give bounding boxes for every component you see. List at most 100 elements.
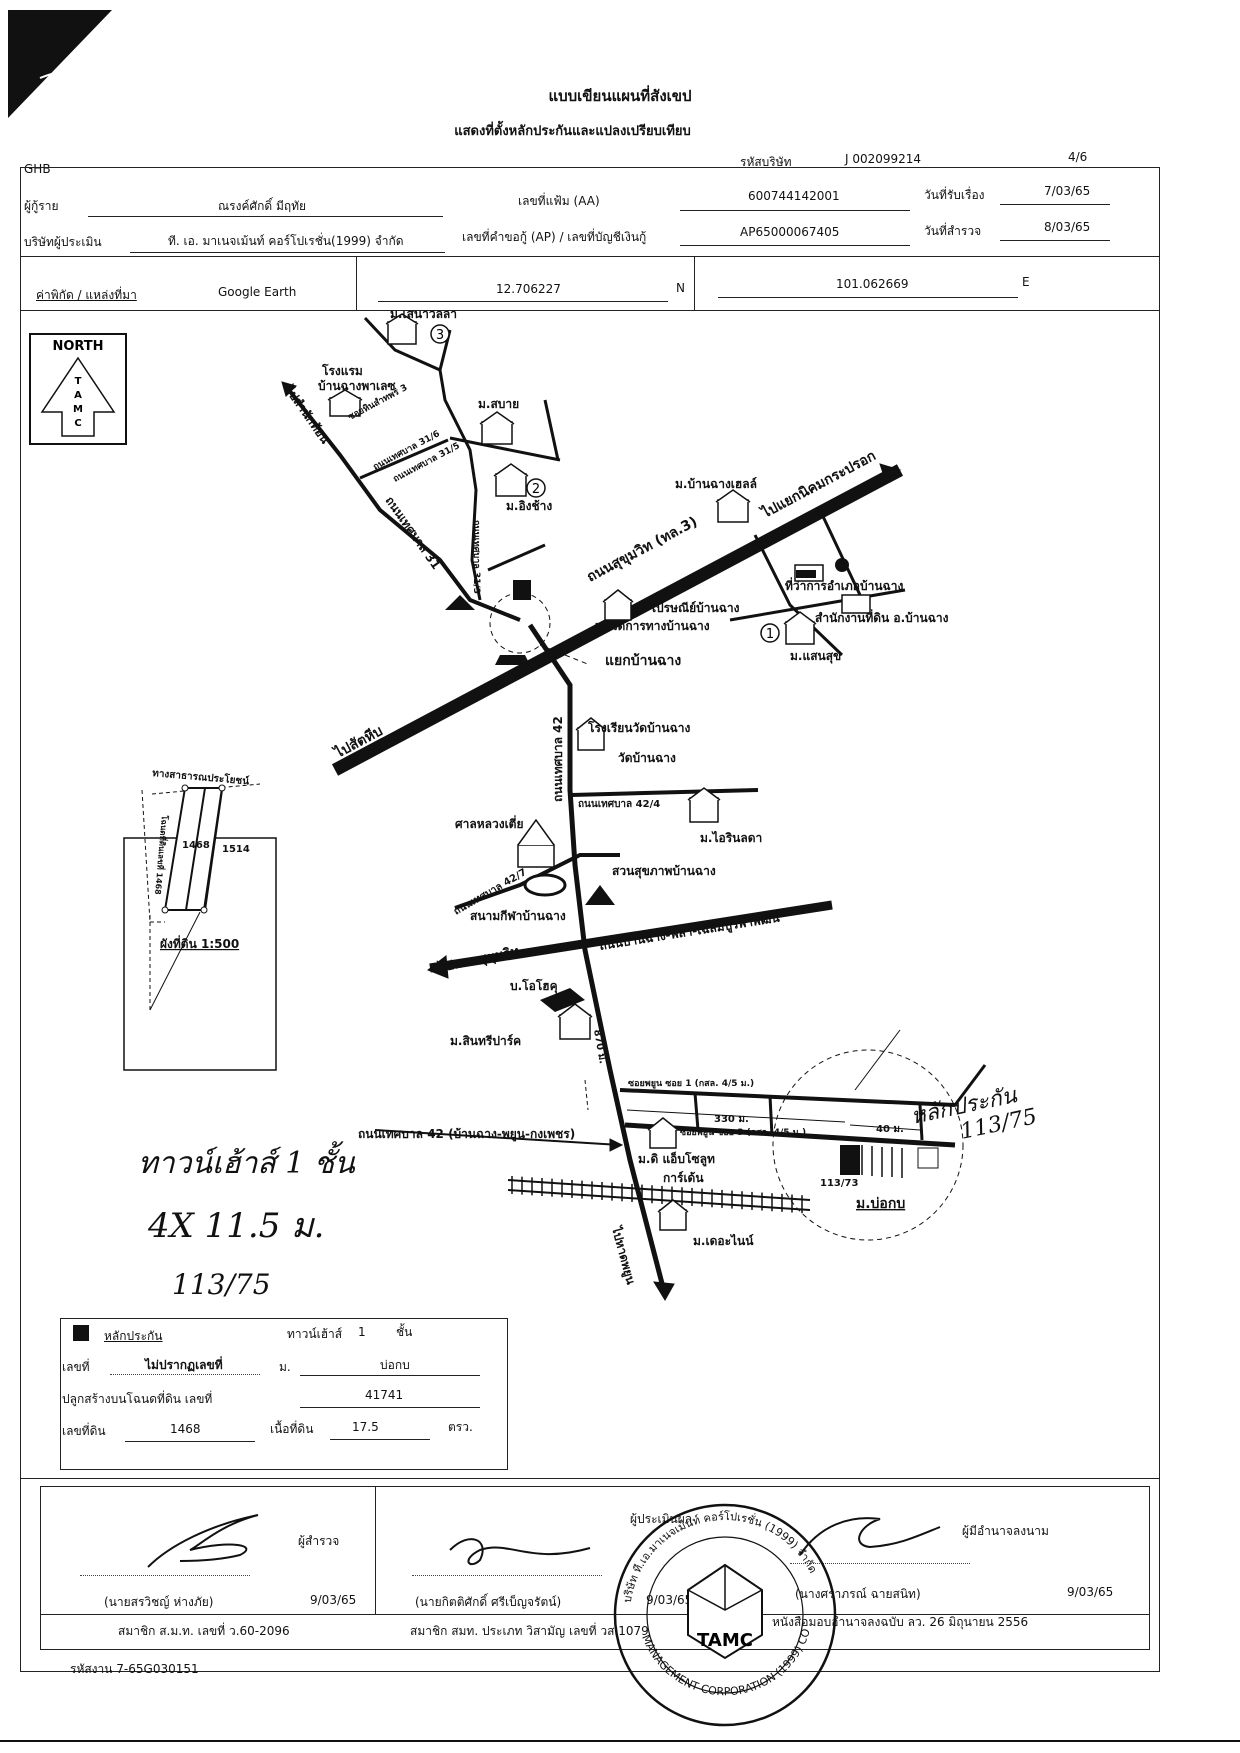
railway	[507, 1179, 811, 1201]
landmark-icons	[445, 558, 849, 1012]
map-label-district-office: ที่ว่าการอำเภอบ้านฉาง	[785, 577, 903, 593]
road-soi-phayun-1	[619, 1088, 956, 1107]
survey-date: 8/03/65	[1044, 220, 1091, 234]
legend-deed: 41741	[365, 1388, 404, 1402]
map-label-bo-kop: ม.บ่อกบ	[856, 1196, 905, 1212]
surveyor-signature-line	[80, 1575, 250, 1576]
info-divider	[20, 256, 1160, 257]
map-label-city-gold2: การ์เด้น	[663, 1171, 704, 1185]
coord-label: ค่าพิกัด / แหล่งที่มา	[36, 288, 137, 302]
road-sena	[363, 316, 452, 373]
appraiser-signature-line	[412, 1575, 602, 1576]
surveyor-role: ผู้สำรวจ	[298, 1534, 340, 1548]
building-icon	[602, 589, 634, 621]
north-letter: A	[74, 390, 82, 401]
request-no: AP65000067405	[740, 225, 840, 239]
signature-frame	[40, 1486, 1150, 1650]
authorized-date: 9/03/65	[1067, 1585, 1114, 1599]
person-icon	[445, 595, 475, 610]
map-label-post-office: ไปรษณีย์บ้านฉาง	[648, 600, 740, 615]
request-no-underline	[680, 245, 910, 246]
road-sabai	[449, 436, 561, 462]
surveyor-name: (นายสรวิชญ์ ห่างภัย)	[104, 1595, 214, 1609]
map-label-dist-330: 330 ม.	[714, 1114, 749, 1125]
legend-floors-unit: ชั้น	[396, 1325, 413, 1339]
legend-area-label: เนื้อที่ดิน	[270, 1422, 314, 1436]
legend-land-no-label: เลขที่ดิน	[62, 1424, 106, 1438]
signature-top-divider	[20, 1478, 1160, 1479]
company-seal: บริษัท ที.เอ.มาเนจเม้นท์ คอร์โปเรชั่น (1…	[600, 1490, 837, 1727]
map-label-tb31-3: ถนนเทศบาล 31/3	[471, 520, 481, 594]
map-label-tb31: ถนนเทศบาล 31	[383, 494, 444, 572]
map-label-land-office: สำนักงานที่ดิน อ.บ้านฉาง	[815, 609, 949, 625]
map-label-road-plaa: ถนนบ้านฉาง-พลา-เฉลิมบูรพาพัฒน์	[598, 911, 781, 954]
appraiser-company: ที. เอ. มาเนจเม้นท์ คอร์โปเรชั่น(1999) จ…	[168, 234, 404, 248]
file-no-value: 600744142001	[748, 189, 840, 203]
map-label-sena-villa: ม.เสนาวิลล่า	[390, 310, 457, 321]
handwritten-note-size: 4X 11.5 ม.	[148, 1206, 325, 1246]
seal-logo: TAMC	[697, 1630, 753, 1651]
surveyor-signature	[147, 1514, 259, 1568]
survey-underline	[1000, 240, 1110, 241]
borrower-name: ณรงค์ศักดิ์ มีฤทัย	[218, 199, 307, 213]
road-phla	[429, 900, 833, 973]
page-number: 4/6	[1068, 150, 1088, 164]
handwritten-note-plot: 113/75	[172, 1268, 271, 1301]
road-tb31	[283, 383, 521, 622]
north-label: NORTH	[52, 339, 103, 354]
map-label-sinthri-park: ม.สินทรีปาร์ค	[450, 1034, 521, 1048]
village-underline	[300, 1375, 480, 1376]
honda-icon	[495, 655, 530, 665]
legend-village: บ่อกบ	[380, 1358, 410, 1372]
site-circle	[772, 1049, 964, 1241]
legend-type: ทาวน์เฮ้าส์	[287, 1327, 343, 1341]
authorized-name: (นางศราภรณ์ ฉายสนิท)	[795, 1587, 921, 1601]
map-label-hotel: โรงแรม	[321, 363, 363, 378]
coord-source: Google Earth	[218, 285, 297, 299]
building-icon	[493, 463, 529, 497]
map-label-police: หมวดการทางบ้านฉาง	[595, 619, 710, 633]
file-no-underline	[680, 210, 910, 211]
building-icon	[327, 389, 363, 417]
appraiser-company-label: บริษัทผู้ประเมิน	[24, 235, 102, 249]
bank-code: GHB	[24, 162, 51, 176]
building-icon	[657, 1199, 689, 1231]
legend-deed-label: ปลูกสร้างบนโฉนดที่ดิน เลขที่	[62, 1392, 213, 1406]
map-label-wat: วัดบ้านฉาง	[618, 751, 676, 765]
plan-label-plot-a: 1468	[182, 840, 210, 851]
scan-corner-mark	[8, 10, 112, 118]
borrower-label: ผู้กู้ราย	[24, 199, 59, 213]
surveyor-member: สมาชิก ส.ม.ท. เลขที่ ว.60-2096	[118, 1624, 290, 1638]
map-label-soi-phayun1: ซอยพยูน ซอย 1 (กสล. 4/5 ม.)	[628, 1079, 754, 1089]
map-labels: ม.เสนาวิลล่า โรงแรม บ้านฉางพาเลซ ม.สบาย …	[318, 310, 949, 1248]
legend-collateral-label: หลักประกัน	[104, 1329, 163, 1343]
map-label-to-phayun: ไปหาดพยูน	[608, 1223, 640, 1287]
collateral-plots	[840, 1145, 939, 1178]
longitude: 101.062669	[836, 277, 909, 291]
building-icons	[327, 313, 871, 1231]
handwritten-note-type: ทาวน์เฮ้าส์ 1 ชั้น	[138, 1146, 355, 1181]
job-code: รหัสงาน 7-65G030151	[70, 1662, 199, 1676]
map-label-junction: แยกบ้านฉาง	[605, 653, 681, 669]
document-subtitle: แสดงที่ตั้งหลักประกันและแปลงเปรียบเทียบ	[454, 124, 691, 139]
map-label-sukhumvit: ถนนสุขุมวิท (ทล.3)	[584, 514, 700, 586]
map-label-tb42-long: ถนนเทศบาล 42 (บ้านฉาง-พยูน-กงเพชร)	[358, 1127, 575, 1142]
building-icon	[687, 787, 721, 823]
map-label-stadium: สนามกีฬาบ้านฉาง	[470, 909, 566, 923]
map-label-tb42: ถนนเทศบาล 42	[551, 716, 565, 802]
authorized-role: ผู้มีอำนาจลงนาม	[962, 1524, 1049, 1538]
marker-1: 1	[766, 627, 774, 642]
legend-area: 17.5	[352, 1420, 379, 1434]
map-label-tb42-4: ถนนเทศบาล 42/4	[578, 799, 660, 810]
received-underline	[1000, 204, 1110, 205]
appraiser-date: 9/03/65	[646, 1593, 693, 1607]
building-icon	[841, 594, 871, 614]
map-label-city-gold: ม.ดิ แอ็บโซลูท	[638, 1151, 715, 1167]
map-label-saen-suk: ม.แสนสุข	[790, 649, 841, 664]
factory-icon	[540, 988, 585, 1012]
company-code-label: รหัสบริษัท	[740, 155, 792, 169]
coord-divider-1	[356, 256, 357, 310]
building-icon	[647, 1117, 679, 1149]
dimension-lines	[374, 1079, 921, 1152]
road-tb31-3	[438, 369, 482, 601]
